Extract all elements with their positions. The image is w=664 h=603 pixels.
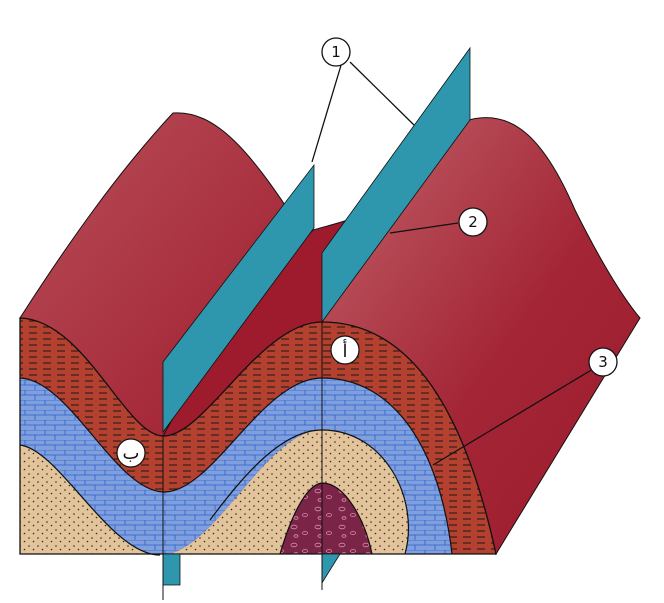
leader-1a: [312, 62, 342, 162]
callout-2: 2: [459, 208, 487, 236]
svg-text:ب: ب: [123, 443, 140, 464]
callout-1: 1: [322, 38, 350, 66]
svg-text:2: 2: [468, 213, 478, 231]
callout-3: 3: [589, 348, 617, 376]
axial-plane-left-front: [163, 554, 180, 585]
svg-text:1: 1: [331, 43, 341, 61]
label-anticline-crest: أ: [331, 336, 359, 364]
leader-1b: [350, 62, 414, 125]
axial-plane-right-front: [322, 554, 340, 583]
svg-text:أ: أ: [342, 339, 347, 362]
svg-text:3: 3: [598, 353, 608, 371]
label-syncline-trough: ب: [117, 439, 145, 467]
